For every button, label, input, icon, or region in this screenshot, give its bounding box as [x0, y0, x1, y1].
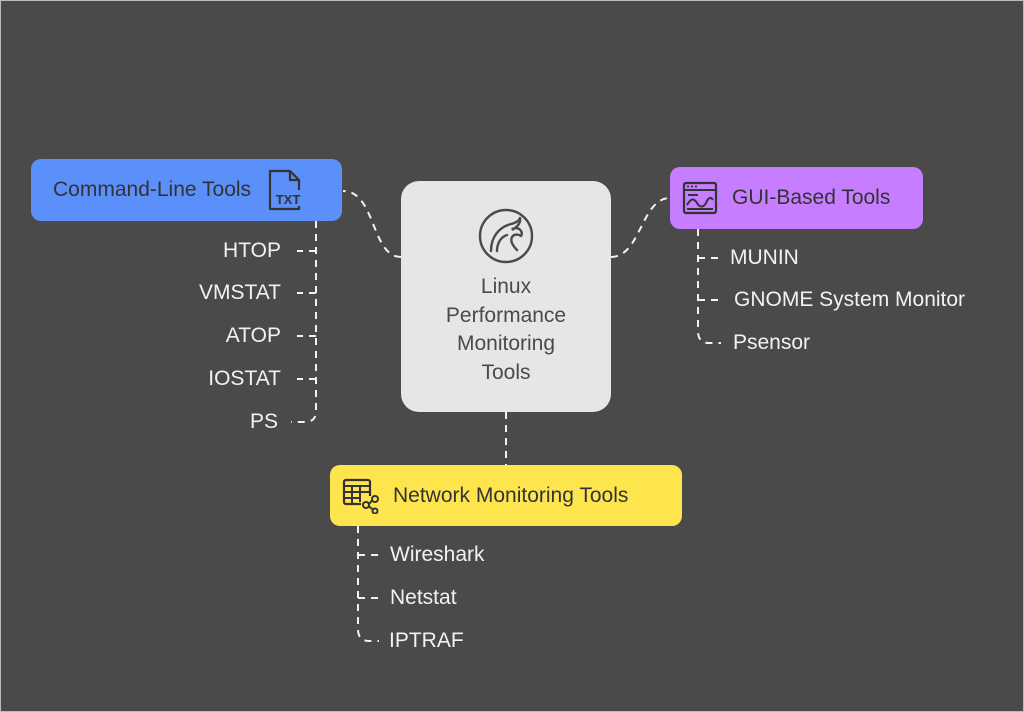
txt-file-icon: TXT [268, 169, 305, 211]
gui-item-psensor: Psensor [733, 331, 811, 354]
gui-item-munin: MUNIN [730, 246, 799, 269]
gui-item-gnome-system-monitor: GNOME System Monitor [734, 288, 966, 311]
network-item-wireshark: Wireshark [390, 543, 485, 566]
command-line-item-atop: ATOP [225, 324, 281, 347]
command-line-item-htop: HTOP [223, 239, 281, 262]
txt-file-icon-text: TXT [276, 192, 301, 207]
gui-based-tools-label: GUI-Based Tools [732, 186, 891, 209]
connector-network-trunk [357, 526, 379, 642]
network-monitoring-tools-label: Network Monitoring Tools [393, 483, 629, 507]
connector-gui-trunk [697, 229, 721, 344]
gui-based-tools-node: GUI-Based Tools [670, 167, 923, 229]
center-title-line: Tools [481, 360, 531, 384]
command-line-tools-label: Command-Line Tools [53, 178, 252, 201]
network-item-iptraf: IPTRAF [389, 629, 464, 652]
network-item-netstat: Netstat [390, 586, 457, 609]
connector-command-line-trunk [291, 221, 317, 423]
center-title-line: Monitoring [456, 332, 556, 355]
command-line-tools-node: Command-Line Tools TXT [31, 159, 342, 221]
center-title-line: Performance [445, 303, 567, 327]
center-title-line: Linux [480, 275, 532, 298]
center-node: Linux Performance Monitoring Tools [401, 181, 611, 412]
connector-center-command-line [342, 190, 402, 258]
monitor-chart-icon [682, 181, 718, 215]
linux-mascot-icon [478, 208, 534, 264]
network-monitoring-tools-node: Network Monitoring Tools [330, 465, 682, 526]
command-line-item-vmstat: VMSTAT [198, 281, 281, 304]
center-title: Linux Performance Monitoring Tools [401, 273, 611, 387]
connector-center-gui [610, 197, 671, 258]
command-line-item-iostat: IOSTAT [208, 367, 281, 390]
table-share-icon [342, 478, 379, 514]
command-line-item-ps: PS [249, 410, 278, 433]
